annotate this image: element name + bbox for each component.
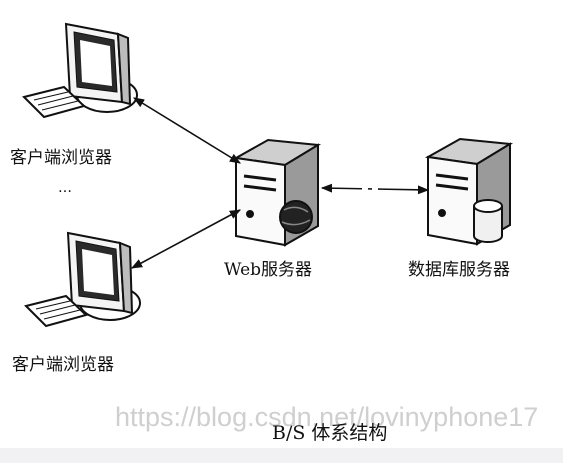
connector-top-client-to-web <box>133 97 241 164</box>
web-server-label: Web服务器 <box>224 260 313 280</box>
database-server-label: 数据库服务器 <box>408 260 510 280</box>
connector-bottom-client-to-web <box>131 209 241 269</box>
watermark-text: https://blog.csdn.net/lovinyphone17 <box>115 402 539 432</box>
client-computer-bottom-icon <box>24 231 141 328</box>
client-label-bottom: 客户端浏览器 <box>12 355 114 375</box>
diagram-caption: B/S 体系结构 <box>272 422 388 444</box>
bottom-bar <box>0 448 563 463</box>
connector-web-to-database <box>320 183 430 195</box>
client-computer-top-icon <box>22 22 138 119</box>
ellipsis: … <box>58 180 73 196</box>
database-server-icon <box>424 137 514 246</box>
client-label-top: 客户端浏览器 <box>10 148 112 168</box>
web-server-icon <box>232 138 322 247</box>
